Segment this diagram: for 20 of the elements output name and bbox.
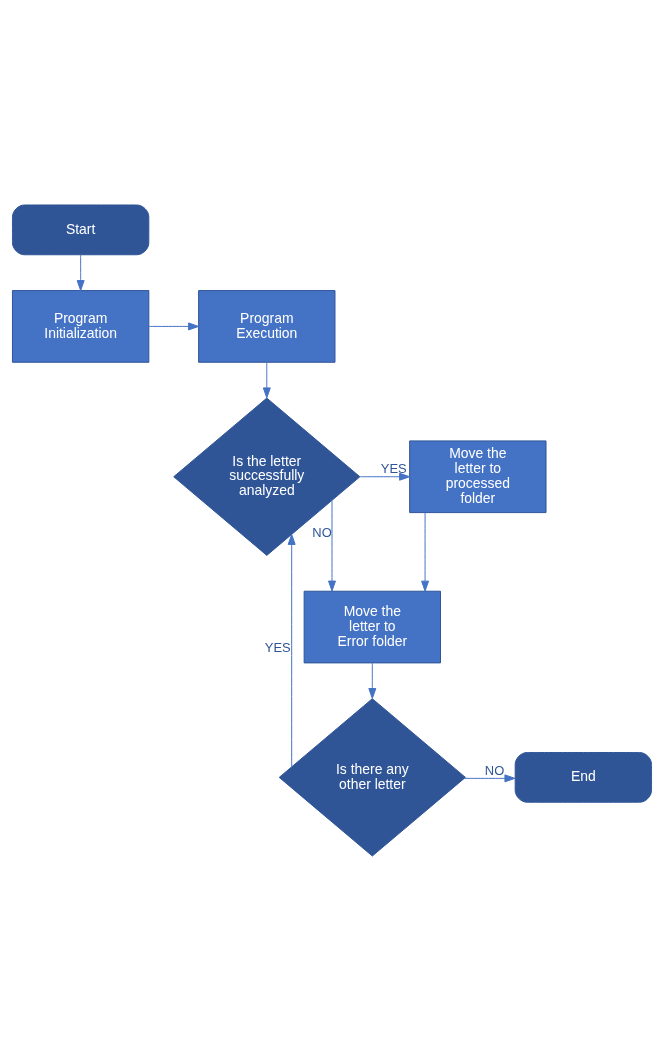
arrow xyxy=(328,500,336,592)
edge-label: YES xyxy=(264,639,291,655)
arrow xyxy=(76,254,85,292)
arrow xyxy=(421,512,430,592)
node-box: Move the letter to processed folder xyxy=(409,440,547,514)
node-box: End xyxy=(514,752,653,803)
arrow xyxy=(148,322,200,331)
arrow xyxy=(287,533,296,768)
arrow xyxy=(368,662,377,699)
node-box: Program Execution xyxy=(198,290,336,363)
node-box: Move the letter to Error folder xyxy=(303,590,441,664)
arrow xyxy=(262,361,271,399)
edge-label: NO xyxy=(484,762,505,778)
edge-label: YES xyxy=(380,461,407,477)
node-box: Program Initialization xyxy=(11,290,150,363)
arrow xyxy=(463,774,516,783)
arrow xyxy=(359,472,411,481)
node-diamond: Is there any other letter xyxy=(278,698,466,857)
edge-label: NO xyxy=(312,525,332,541)
node-box: Start xyxy=(11,204,150,256)
